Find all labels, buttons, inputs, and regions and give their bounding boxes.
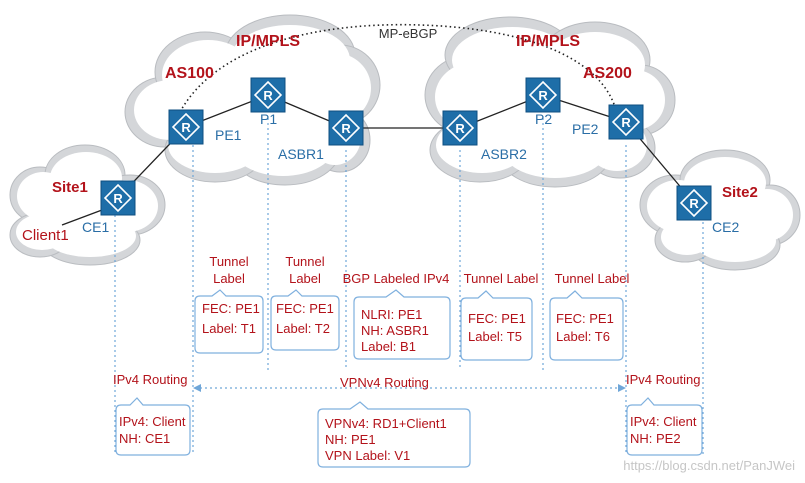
left-mpls-label: IP/MPLS bbox=[236, 33, 300, 50]
tunnel4-label: Tunnel Label bbox=[555, 271, 630, 286]
callout7-line2: NH: PE1 bbox=[325, 432, 376, 447]
router-ce1[interactable] bbox=[100, 180, 136, 216]
callout2-line2: Label: T2 bbox=[276, 321, 330, 336]
link-client-ce1 bbox=[61, 209, 103, 226]
label-p2: P2 bbox=[535, 111, 552, 127]
tunnel2-line1: Tunnel bbox=[285, 254, 324, 269]
segment-labels: Tunnel Label Tunnel Label BGP Labeled IP… bbox=[209, 254, 629, 286]
tunnel2-line2: Label bbox=[289, 271, 321, 286]
cloud-left-mpls bbox=[124, 14, 381, 186]
callout8-line1: IPv4: Client bbox=[630, 414, 697, 429]
routing-right: IPv4 Routing bbox=[626, 372, 700, 387]
router-p1[interactable] bbox=[250, 77, 286, 113]
callout1-line1: FEC: PE1 bbox=[202, 301, 260, 316]
router-p2[interactable] bbox=[525, 77, 561, 113]
bgp-labeled-ipv4: BGP Labeled IPv4 bbox=[343, 271, 450, 286]
tunnel1-line2: Label bbox=[213, 271, 245, 286]
label-client1: Client1 bbox=[22, 227, 69, 244]
callout-texts: FEC: PE1 Label: T1 FEC: PE1 Label: T2 NL… bbox=[119, 301, 697, 463]
callout5-line1: FEC: PE1 bbox=[556, 311, 614, 326]
callout3-line1: NLRI: PE1 bbox=[361, 307, 422, 322]
callout7-line1: VPNv4: RD1+Client1 bbox=[325, 416, 447, 431]
cloud-site1 bbox=[9, 144, 166, 266]
callout-shapes bbox=[115, 289, 703, 468]
callout4-line2: Label: T5 bbox=[468, 329, 522, 344]
label-asbr1: ASBR1 bbox=[278, 146, 324, 162]
routing-middle: VPNv4 Routing bbox=[340, 375, 429, 390]
tunnel3-label: Tunnel Label bbox=[464, 271, 539, 286]
callout4-line1: FEC: PE1 bbox=[468, 311, 526, 326]
router-pe2[interactable] bbox=[608, 104, 644, 140]
callout5-line2: Label: T6 bbox=[556, 329, 610, 344]
label-ce1: CE1 bbox=[82, 219, 109, 235]
cloud-right-mpls bbox=[424, 16, 676, 188]
routing-labels: IPv4 Routing VPNv4 Routing IPv4 Routing bbox=[113, 372, 700, 390]
router-pe1[interactable] bbox=[168, 109, 204, 145]
domain-labels: IP/MPLS IP/MPLS AS100 AS200 Site1 Site2 bbox=[52, 33, 758, 201]
router-asbr1[interactable] bbox=[328, 110, 364, 146]
right-mpls-label: IP/MPLS bbox=[516, 33, 580, 50]
router-labels: CE1 PE1 P1 ASBR1 ASBR2 P2 PE2 CE2 bbox=[82, 111, 739, 235]
cloud-site2 bbox=[639, 149, 801, 271]
callout6-line2: NH: CE1 bbox=[119, 431, 170, 446]
segment-guides bbox=[114, 118, 704, 455]
site1-label: Site1 bbox=[52, 179, 88, 196]
as200-label: AS200 bbox=[583, 65, 632, 82]
callout3-line3: Label: B1 bbox=[361, 339, 416, 354]
callout1-line2: Label: T1 bbox=[202, 321, 256, 336]
callout7-line3: VPN Label: V1 bbox=[325, 448, 410, 463]
site2-label: Site2 bbox=[722, 184, 758, 201]
mp-ebgp-label: MP-eBGP bbox=[379, 26, 438, 41]
routing-arrowheads bbox=[193, 384, 626, 392]
routing-left: IPv4 Routing bbox=[113, 372, 187, 387]
router-asbr2[interactable] bbox=[442, 110, 478, 146]
label-asbr2: ASBR2 bbox=[481, 146, 527, 162]
router-ce2[interactable] bbox=[676, 185, 712, 221]
label-pe2: PE2 bbox=[572, 121, 599, 137]
callout8-line2: NH: PE2 bbox=[630, 431, 681, 446]
label-ce2: CE2 bbox=[712, 219, 739, 235]
callout6-line1: IPv4: Client bbox=[119, 414, 186, 429]
label-pe1: PE1 bbox=[215, 127, 242, 143]
label-p1: P1 bbox=[260, 111, 277, 127]
tunnel1-line1: Tunnel bbox=[209, 254, 248, 269]
callout3-line2: NH: ASBR1 bbox=[361, 323, 429, 338]
callout2-line1: FEC: PE1 bbox=[276, 301, 334, 316]
as100-label: AS100 bbox=[165, 65, 214, 82]
watermark: https://blog.csdn.net/PanJWei bbox=[623, 458, 795, 473]
